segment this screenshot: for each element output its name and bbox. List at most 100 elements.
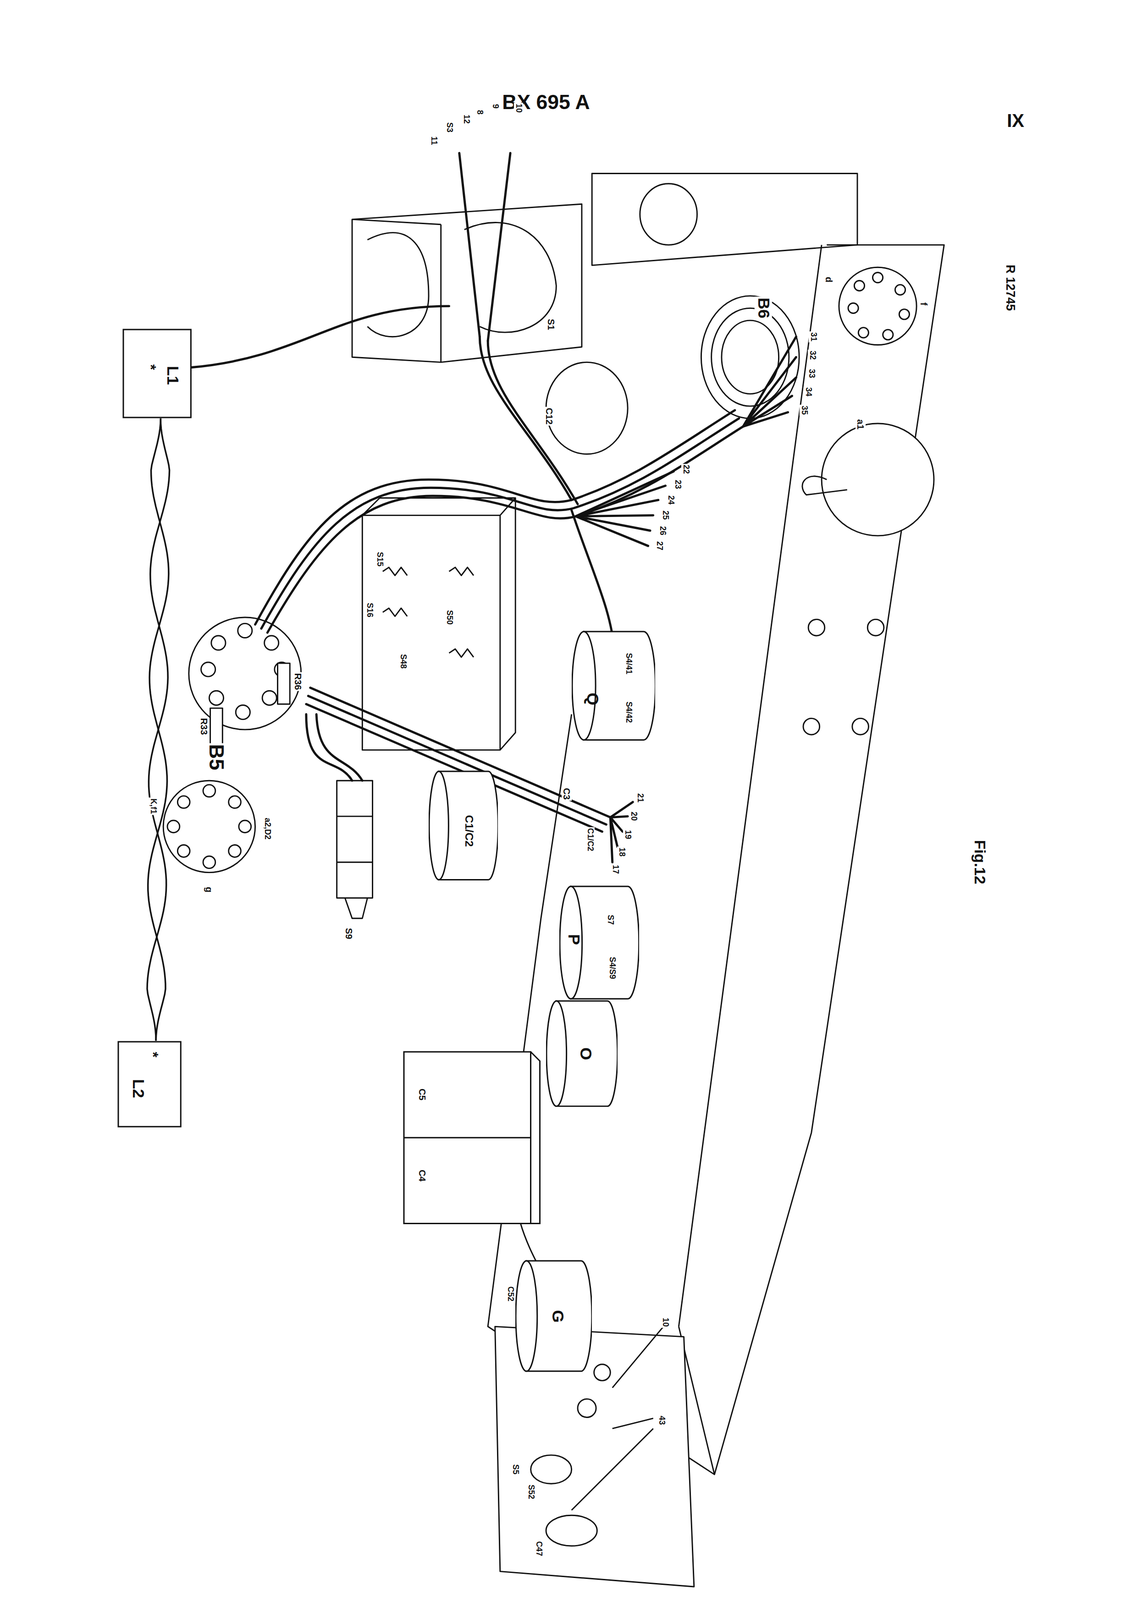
callout-label: a2,D2 [262,816,272,841]
callout-label: 31 [808,331,818,343]
callout-label: S5 [510,1463,520,1476]
coil [367,232,429,337]
part-label: G [549,1310,566,1324]
callout-label: C12 [544,407,555,426]
gang-capacitor [591,173,858,265]
part-label: Q [584,692,601,706]
box-outline [403,1052,541,1224]
callout-label: S50 [444,609,454,626]
callout-label: 21 [635,792,645,804]
capacitor-can: Q S4/41S4/42 [571,630,656,741]
socket-g-pins [167,784,252,869]
tube-socket [838,267,917,345]
socket-b5-pins [201,623,289,720]
page-heading: IX [1005,110,1026,131]
cylinder-end [559,886,583,1000]
part-label: C5 [417,1088,427,1101]
box-outline [123,329,191,418]
gang-capacitor-plate [640,183,698,246]
callout-label: 17 [610,864,620,876]
loudspeaker-box: * L2 [117,1041,182,1128]
callout-label: R 12745 [1004,263,1018,312]
callout-label: 22 [681,463,691,475]
callout-label: 33 [806,368,817,380]
cylinder-end [429,771,449,880]
loudspeaker-box: * L1 [122,328,192,419]
callout-label: R36 [292,672,304,692]
part-label: L2 [129,1079,147,1099]
part-label: O [577,1047,594,1061]
callout-label: S15 [375,551,385,568]
callout-label: B5 [205,743,228,772]
callout-label: 32 [807,349,817,361]
capacitor-can: P S7S4/S9 [559,885,640,1000]
can-c12 [546,362,628,454]
part-label: * [143,364,158,370]
cylinder-end [572,631,596,740]
callout-label: 12 [461,114,471,126]
box-outline [118,1042,181,1127]
socket-pins [848,272,910,340]
chassis [163,173,944,1588]
callout-label: K,f1 [148,797,158,816]
part-label: P [565,934,582,946]
callout-label: R33 [198,717,210,737]
cylinder-end [546,1001,567,1107]
part-label: S4/S9 [607,957,617,980]
part-label: C1/C2 [463,815,475,847]
part-label: S7 [606,915,615,926]
callout-label: 25 [661,509,671,521]
node-outline [402,1051,541,1225]
wiring-harness [192,153,797,863]
resistor-r33 [210,708,223,746]
callout-label: 9 [490,103,500,110]
callout-label: C52 [505,1286,515,1303]
callout-label: S3 [444,121,454,134]
node-outline [571,630,656,741]
socket-g [163,780,255,873]
callout-label: C47 [534,1540,544,1558]
callout-label: 10 [661,1317,671,1329]
callout-label: C3 [561,787,572,801]
callout-label: Fig.12 [971,839,988,886]
callout-label: g [204,886,215,894]
callout-label: 43 [656,1415,667,1427]
chassis-fold [678,244,822,1327]
part-label: C4 [417,1170,427,1183]
callout-label: d [823,275,834,284]
callout-label: f [918,301,929,307]
lead-wire [147,418,170,1042]
callout-label: S1 [546,318,557,332]
callout-label: 26 [657,525,668,537]
twisted-pair-lead [147,418,170,1042]
node-outline [122,328,192,419]
callout-label: 27 [654,540,664,552]
part-label: S4/41 [624,653,633,675]
callout-label: 19 [623,829,633,841]
callout-label: 35 [799,404,809,416]
callout-label: 11 [429,135,439,147]
capacitor-can: G [515,1260,592,1373]
capacitor-can: C1/C2 [428,770,498,881]
callout-label: S52 [526,1484,536,1501]
part-label: L1 [164,365,181,386]
callout-label: 8 [474,109,485,116]
callout-label: S16 [364,601,375,619]
dial-disc [821,423,934,536]
capacitor-can: O [546,1000,618,1108]
callout-label: C1/C2 [585,827,595,853]
part-label: * [145,1052,161,1058]
callout-label: 23 [673,479,683,491]
resistor-r36 [277,663,291,705]
callout-label: 10 [513,102,524,114]
volume-control [336,780,373,919]
chassis-plate [487,244,944,1475]
capacitor-block: C4 C5 [402,1051,541,1225]
part-label: S4/42 [624,701,633,724]
transformer-box [362,497,516,751]
callout-label: 20 [629,811,639,823]
callout-label: S48 [398,653,408,670]
callout-label: a1 [855,418,866,431]
callout-label: 34 [803,386,813,398]
